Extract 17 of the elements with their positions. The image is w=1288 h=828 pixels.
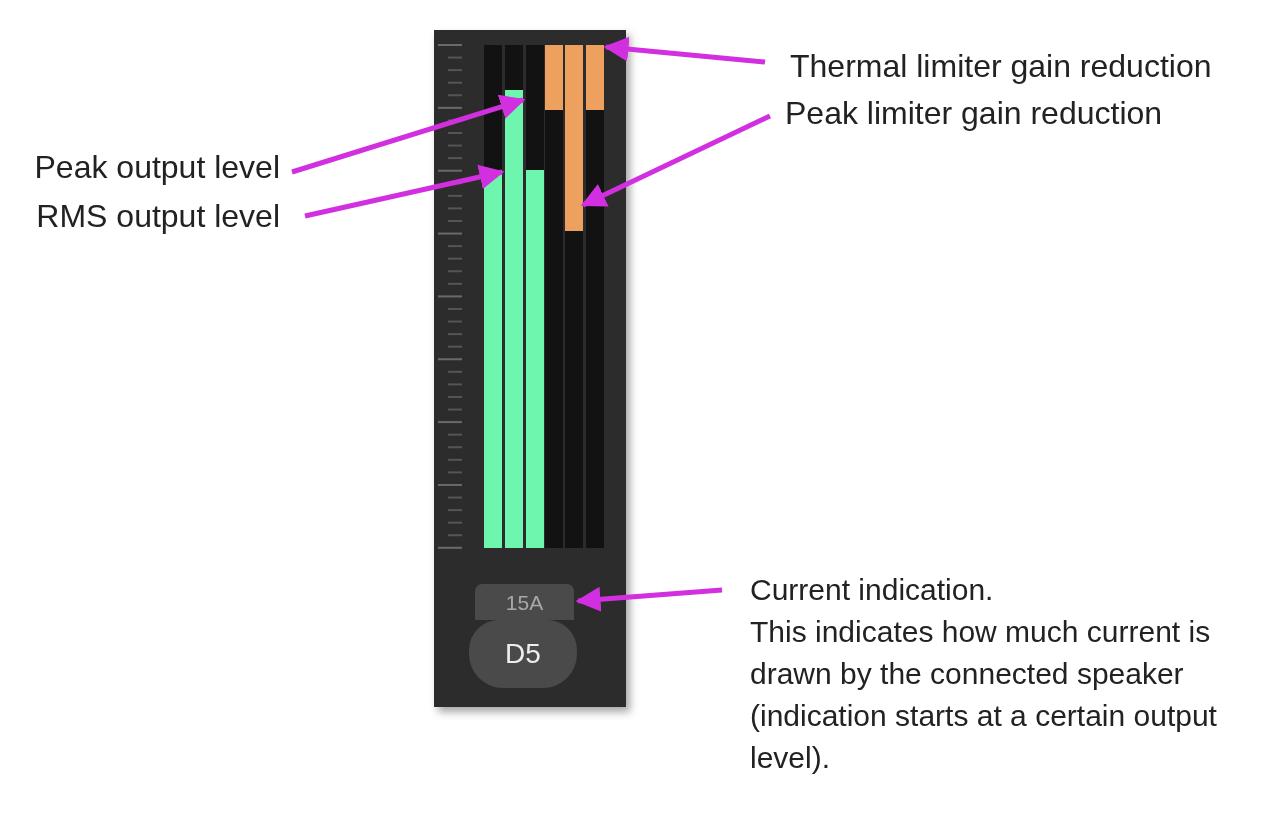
callout-text: RMS output level	[36, 198, 280, 234]
gain-reduction-bar	[545, 45, 563, 110]
level-bar	[505, 90, 523, 548]
leader-arrow	[575, 586, 723, 612]
callout-text: This indicates how much current is drawn by the connected speaker (indication starts at a certain output level).	[750, 614, 1218, 776]
gain-reduction-bar	[565, 45, 583, 231]
leader-arrow	[304, 164, 505, 219]
leader-arrow	[603, 36, 766, 65]
leader-arrow	[580, 113, 772, 208]
leader-arrow	[291, 94, 526, 175]
current-readout: 15A	[475, 584, 574, 620]
gain-reduction-bar	[586, 45, 604, 110]
callout-heading: Current indication.	[750, 572, 995, 608]
callout-text: Peak output level	[34, 149, 280, 185]
callout-text: Peak limiter gain reduction	[785, 95, 1163, 131]
callout-text: Thermal limiter gain reduction	[790, 48, 1212, 84]
level-bar	[526, 170, 544, 548]
